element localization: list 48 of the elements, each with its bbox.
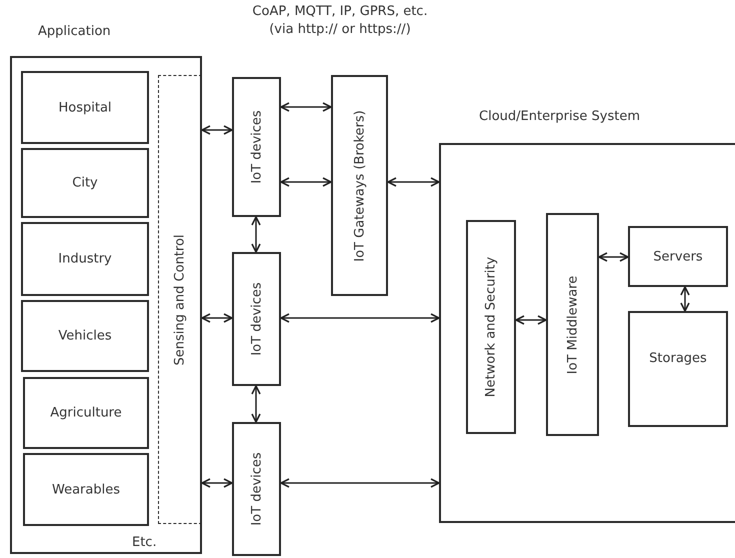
- item-label: IoT Middleware: [565, 275, 580, 374]
- component-box: [23, 453, 149, 526]
- double-arrow: [280, 478, 440, 488]
- item-label: IoT devices: [249, 282, 264, 356]
- protocol-note: CoAP, MQTT, IP, GPRS, etc.: [252, 4, 428, 19]
- note-text: Etc.: [132, 535, 157, 550]
- double-arrow: [387, 177, 440, 187]
- item-label: Hospital: [58, 100, 112, 115]
- double-arrow: [251, 216, 261, 253]
- double-arrow: [280, 102, 332, 112]
- double-arrow: [680, 286, 690, 312]
- gateway-box: [331, 75, 388, 296]
- double-arrow: [201, 313, 233, 323]
- double-arrow: [515, 315, 547, 325]
- item-label: Wearables: [52, 482, 120, 497]
- double-arrow: [598, 252, 629, 262]
- component-box: [23, 377, 149, 449]
- item-label: Network and Security: [484, 256, 498, 398]
- component-box: [546, 213, 599, 436]
- item-label: Agriculture: [50, 406, 122, 420]
- component-box: [628, 311, 728, 427]
- component-box: [628, 226, 728, 287]
- item-label: City: [72, 176, 98, 190]
- item-label: IoT devices: [249, 110, 264, 184]
- section-heading: Cloud/Enterprise System: [479, 109, 640, 124]
- item-label: Vehicles: [58, 328, 112, 344]
- double-arrow: [201, 478, 233, 488]
- component-box: [21, 222, 149, 296]
- component-box: [466, 220, 516, 434]
- sensing-control-region: [158, 75, 202, 524]
- item-label: Sensing and Control: [172, 234, 188, 366]
- device-box: [232, 422, 281, 556]
- double-arrow: [251, 385, 261, 423]
- item-label: Storages: [649, 351, 707, 366]
- component-box: [21, 148, 149, 218]
- device-box: [232, 252, 281, 386]
- component-box: [21, 300, 149, 372]
- double-arrow: [280, 177, 332, 187]
- section-heading: Application: [38, 24, 111, 39]
- double-arrow: [280, 313, 440, 323]
- item-label: IoT devices: [249, 452, 264, 526]
- protocol-note: (via http:// or https://): [269, 22, 411, 37]
- item-label: IoT Gateways (Brokers): [352, 110, 367, 262]
- item-label: Servers: [653, 249, 703, 264]
- item-label: Industry: [58, 252, 112, 266]
- device-box: [232, 77, 281, 217]
- component-box: [21, 71, 149, 144]
- double-arrow: [201, 125, 233, 135]
